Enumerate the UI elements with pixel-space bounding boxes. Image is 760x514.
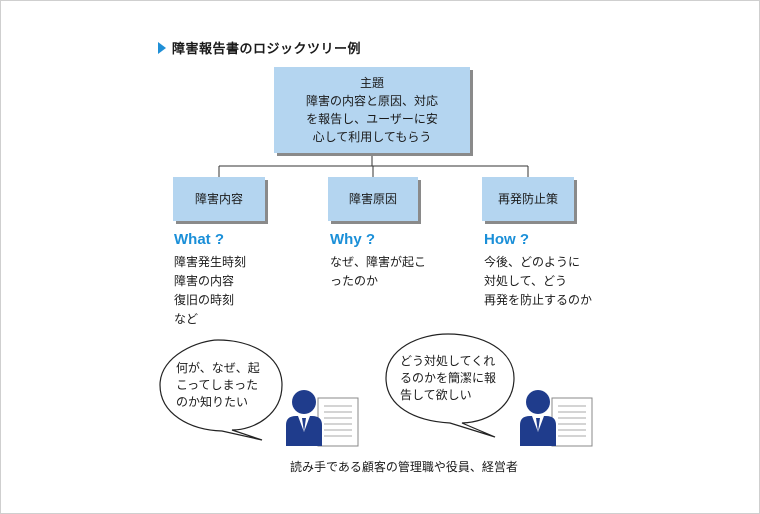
bubble-line: 告して欲しい [400, 388, 472, 402]
question-how: How ? [484, 231, 529, 248]
main-topic-line: 主題 [359, 76, 384, 90]
speech-bubble-right [385, 333, 515, 438]
bubble-line: のか知りたい [176, 395, 249, 409]
category-label: 障害内容 [194, 192, 243, 206]
main-topic-line: 障害の内容と原因、対応 [305, 94, 438, 108]
list-item: 今後、どのように [484, 255, 581, 269]
caption: 読み手である顧客の管理職や役員、経営者 [290, 460, 518, 474]
detail-list-cause: なぜ、障害が起こ ったのか [330, 253, 426, 291]
bubble-line: るのかを簡潔に報 [400, 371, 497, 385]
main-topic-line: 心して利用してもらう [312, 130, 432, 144]
speech-bubble-left [159, 339, 283, 441]
list-item: 障害の内容 [174, 274, 235, 288]
list-item: 復旧の時刻 [174, 293, 235, 307]
list-item: ったのか [330, 274, 379, 288]
question-what: What ? [174, 231, 224, 248]
list-item: 対処して、どう [484, 274, 568, 288]
list-item: 再発を防止するのか [484, 293, 593, 307]
triangle-bullet-icon [158, 41, 166, 54]
manager-person-icon-right [520, 390, 593, 447]
bubble-line: こってしまった [176, 378, 259, 392]
category-box-cause: 障害原因 [328, 177, 418, 221]
category-label: 障害原因 [348, 192, 397, 206]
bubble-line: 何が、なぜ、起 [176, 361, 260, 375]
main-topic-box: 主題 障害の内容と原因、対応 を報告し、ユーザーに安 心して利用してもらう [274, 67, 470, 153]
category-box-prevention: 再発防止策 [482, 177, 574, 221]
speech-bubble-right-text: どう対処してくれ るのかを簡潔に報 告して欲しい [400, 353, 496, 404]
main-topic-line: を報告し、ユーザーに安 [306, 112, 438, 126]
speech-bubble-left-text: 何が、なぜ、起 こってしまった のか知りたい [176, 360, 260, 411]
diagram-title-text: 障害報告書のロジックツリー例 [172, 42, 362, 57]
list-item: なぜ、障害が起こ [330, 255, 427, 269]
bubble-line: どう対処してくれ [400, 354, 496, 368]
manager-person-icon-left [286, 390, 359, 447]
category-box-content: 障害内容 [173, 177, 265, 221]
diagram-title: 障害報告書のロジックツリー例 [158, 38, 361, 57]
list-item: など [174, 312, 199, 326]
category-label: 再発防止策 [497, 192, 558, 206]
list-item: 障害発生時刻 [174, 255, 247, 269]
tree-connectors [218, 153, 529, 177]
question-why: Why ? [330, 231, 375, 248]
detail-list-content: 障害発生時刻 障害の内容 復旧の時刻 など [174, 253, 246, 329]
detail-list-prevention: 今後、どのように 対処して、どう 再発を防止するのか [484, 253, 592, 310]
